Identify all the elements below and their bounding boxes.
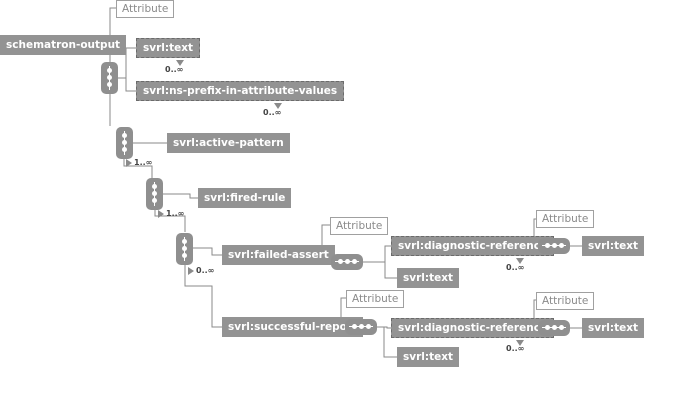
element-svrl-ns-prefix-in-attribute-values[interactable]: svrl:ns-prefix-in-attribute-values <box>136 81 345 101</box>
element-fa-diagnostic-reference[interactable]: svrl:diagnostic-reference <box>391 236 555 256</box>
choice-compositor-root[interactable] <box>101 62 118 94</box>
occurrence-marker-fa-diagnostic <box>516 258 524 264</box>
sequence-compositor-fa-diagnostic[interactable] <box>538 238 570 254</box>
occurrence-marker-sr-diagnostic <box>516 340 524 346</box>
element-svrl-failed-assert[interactable]: svrl:failed-assert <box>222 245 335 265</box>
attribute-box-root[interactable]: Attribute <box>116 0 175 18</box>
element-fa-text[interactable]: svrl:text <box>397 268 460 288</box>
element-fa-diagnostic-text[interactable]: svrl:text <box>582 236 645 256</box>
occurs-ns-prefix: 0..∞ <box>263 108 282 117</box>
sequence-compositor-successful-report[interactable] <box>345 319 377 335</box>
occurs-sr-diagnostic-reference: 0..∞ <box>506 344 525 353</box>
choice-compositor-fired-rule[interactable] <box>146 178 163 210</box>
sequence-compositor-sr-diagnostic[interactable] <box>538 320 570 336</box>
attribute-box-failed-assert[interactable]: Attribute <box>330 217 389 235</box>
element-sr-diagnostic-text[interactable]: svrl:text <box>582 318 645 338</box>
occurrence-arrow-icon <box>126 158 132 167</box>
sequence-compositor-failed-assert[interactable] <box>331 254 363 270</box>
occurrence-marker-text <box>176 60 184 66</box>
occurrence-arrow-icon <box>188 266 194 275</box>
element-svrl-successful-report[interactable]: svrl:successful-report <box>222 317 364 337</box>
choice-compositor-active-pattern[interactable] <box>116 127 133 159</box>
element-svrl-text[interactable]: svrl:text <box>136 38 201 58</box>
attribute-box-successful-report[interactable]: Attribute <box>346 290 405 308</box>
element-sr-text[interactable]: svrl:text <box>397 347 460 367</box>
occurs-assert-report: 0..∞ <box>188 266 214 275</box>
occurs-fired-rule: 1..∞ <box>158 209 184 218</box>
element-svrl-fired-rule[interactable]: svrl:fired-rule <box>198 188 292 208</box>
occurs-fa-diagnostic-reference: 0..∞ <box>506 263 525 272</box>
attribute-box-sr-diagnostic[interactable]: Attribute <box>536 292 595 310</box>
attribute-box-fa-diagnostic[interactable]: Attribute <box>536 210 595 228</box>
occurs-active-pattern: 1..∞ <box>126 158 152 167</box>
choice-compositor-assert-report[interactable] <box>176 233 193 265</box>
occurrence-marker-ns-prefix <box>274 103 282 109</box>
element-schematron-output[interactable]: schematron-output <box>0 35 127 55</box>
occurs-svrl-text: 0..∞ <box>165 65 184 74</box>
element-svrl-active-pattern[interactable]: svrl:active-pattern <box>167 133 290 153</box>
element-sr-diagnostic-reference[interactable]: svrl:diagnostic-reference <box>391 318 555 338</box>
occurrence-arrow-icon <box>158 209 164 218</box>
